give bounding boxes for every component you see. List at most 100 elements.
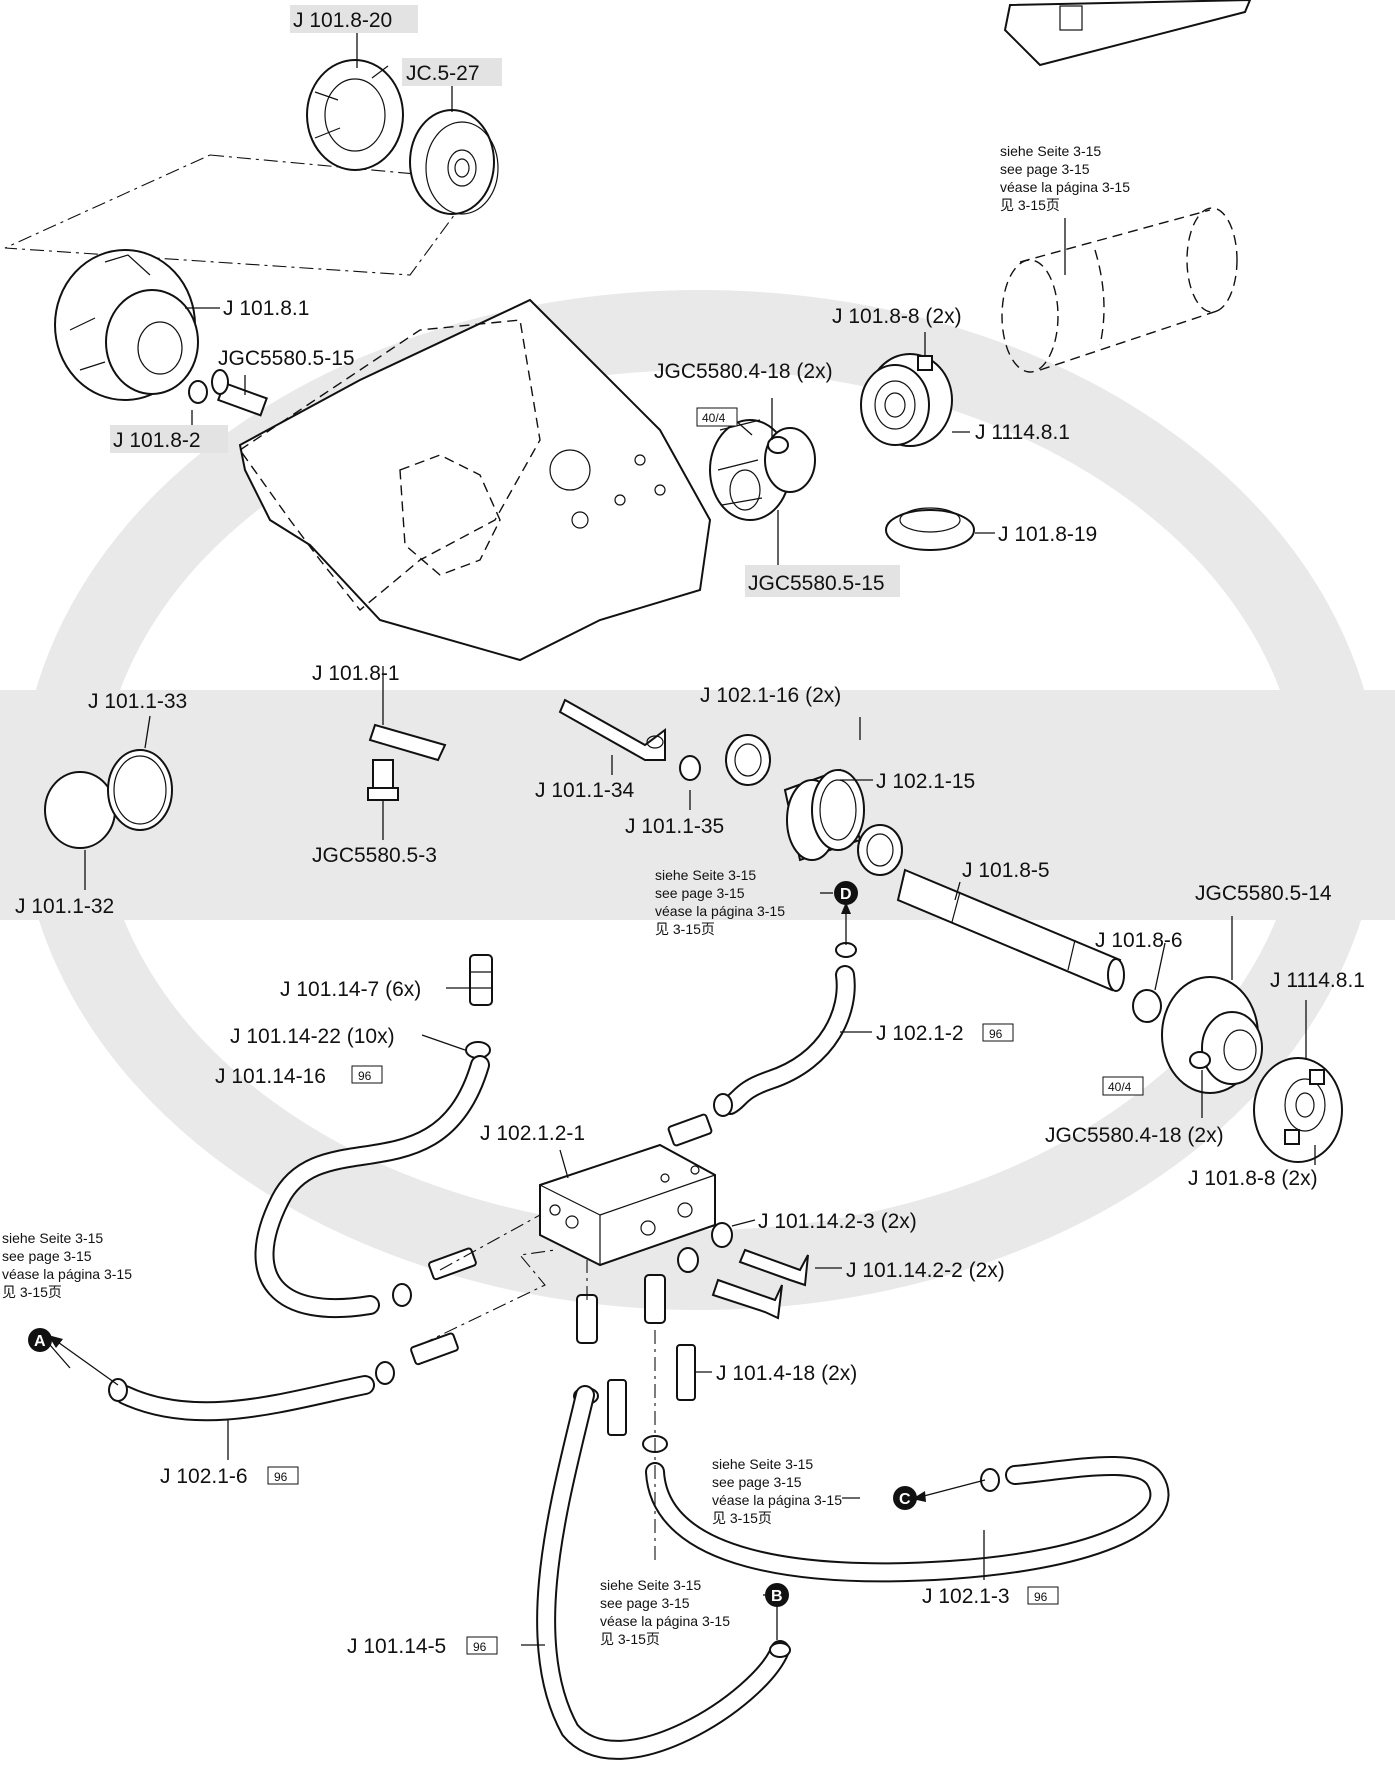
hose-101-14-16 xyxy=(254,1055,490,1319)
svg-text:siehe Seite 3-15: siehe Seite 3-15 xyxy=(712,1456,813,1472)
label-j1114-8-1-b: J 1114.8.1 xyxy=(1270,969,1365,992)
svg-text:véase la página 3-15: véase la página 3-15 xyxy=(712,1492,842,1508)
washer-101-8-6 xyxy=(1132,989,1162,1023)
svg-text:see page 3-15: see page 3-15 xyxy=(712,1474,802,1490)
svg-text:siehe Seite 3-15: siehe Seite 3-15 xyxy=(655,867,756,883)
label-j101-8-6: J 101.8-6 xyxy=(1095,929,1183,952)
label-jgc5580-4-18-a: JGC5580.4-18 (2x) xyxy=(654,360,833,383)
svg-text:96: 96 xyxy=(1034,1590,1048,1604)
label-j102-1-15: J 102.1-15 xyxy=(876,770,975,793)
bearing-lower xyxy=(1253,1057,1343,1163)
svg-text:véase la página 3-15: véase la página 3-15 xyxy=(1000,179,1130,195)
box-gear-ratio-upper: 40/4 xyxy=(696,407,738,427)
sleeve-102-1-15 xyxy=(783,768,865,862)
svg-text:A: A xyxy=(34,1333,46,1350)
label-j1114-8-1-a: J 1114.8.1 xyxy=(975,421,1070,444)
fitting-under-a xyxy=(576,1294,598,1344)
svg-text:siehe Seite 3-15: siehe Seite 3-15 xyxy=(2,1230,103,1246)
screw-101-1-35 xyxy=(679,755,701,781)
label-j101-8-5: J 101.8-5 xyxy=(962,859,1050,882)
label-jgc5580-4-18-b: JGC5580.4-18 (2x) xyxy=(1045,1124,1224,1147)
clamp-b xyxy=(769,1642,791,1658)
svg-text:véase la página 3-15: véase la página 3-15 xyxy=(600,1613,730,1629)
box-hose-unit-102-1-2: 96 xyxy=(982,1023,1014,1042)
clamp-a xyxy=(108,1378,128,1402)
reference-note-a: siehe Seite 3-15 see page 3-15 véase la … xyxy=(2,1230,132,1300)
label-jgc5580-5-15-a: JGC5580.5-15 xyxy=(218,347,355,370)
hook-spindle xyxy=(211,369,268,417)
svg-text:see page 3-15: see page 3-15 xyxy=(655,885,745,901)
seal-ring-a xyxy=(711,1222,733,1248)
bevel-gear-lower xyxy=(1161,976,1263,1094)
shaft-101-8-5 xyxy=(896,868,1125,992)
lever-101-1-34 xyxy=(558,698,666,761)
svg-text:见 3-15页: 见 3-15页 xyxy=(600,1631,660,1647)
label-j101-14-2-2: J 101.14.2-2 (2x) xyxy=(846,1259,1005,1282)
label-j102-1-16: J 102.1-16 (2x) xyxy=(700,684,841,707)
clamp-d xyxy=(835,942,857,958)
highlight-jgc5580-5-15-b xyxy=(745,565,900,597)
clamp-left-upper xyxy=(392,1283,412,1307)
fitting-101-14-7 xyxy=(469,954,493,1006)
svg-text:见 3-15页: 见 3-15页 xyxy=(2,1284,62,1300)
svg-text:véase la página 3-15: véase la página 3-15 xyxy=(2,1266,132,1282)
hose-101-14-5 xyxy=(536,1385,790,1760)
box-hose-unit-14-16: 96 xyxy=(351,1065,383,1084)
label-j101-8-8-b: J 101.8-8 (2x) xyxy=(1188,1167,1318,1190)
box-gear-ratio-lower: 40/4 xyxy=(1102,1076,1144,1096)
reference-badge-b: B xyxy=(765,1583,789,1607)
bracket-101-8-1 xyxy=(368,723,447,762)
plug-screw-b xyxy=(711,1278,783,1320)
label-jgc5580-5-15-b: JGC5580.5-15 xyxy=(748,572,885,595)
svg-text:40/4: 40/4 xyxy=(702,411,726,425)
reference-badge-c: C xyxy=(893,1486,917,1510)
base-plate-outline xyxy=(238,298,712,662)
fitting-102-1-2 xyxy=(667,1113,713,1147)
washer-101-8-2 xyxy=(188,380,208,404)
svg-text:C: C xyxy=(899,1491,911,1508)
bushing-102-1-16-a xyxy=(725,734,771,786)
screw-jgc5580-5-3 xyxy=(367,759,399,801)
highlight-j101-8-2 xyxy=(110,425,228,453)
svg-text:B: B xyxy=(771,1588,783,1605)
label-jgc5580-5-14: JGC5580.5-14 xyxy=(1195,882,1332,905)
plug-screw-a xyxy=(738,1248,809,1287)
svg-text:见 3-15页: 见 3-15页 xyxy=(655,921,715,937)
label-jgc5580-5-3: JGC5580.5-3 xyxy=(312,844,437,867)
label-j101-1-33: J 101.1-33 xyxy=(88,690,187,713)
reference-note-b: siehe Seite 3-15 see page 3-15 véase la … xyxy=(600,1577,730,1647)
svg-text:siehe Seite 3-15: siehe Seite 3-15 xyxy=(1000,143,1101,159)
box-hose-unit-102-1-3: 96 xyxy=(1027,1586,1059,1605)
bobbin-case xyxy=(306,59,404,171)
seal-ring-b xyxy=(677,1247,699,1273)
watermark-band xyxy=(0,690,1395,920)
label-j101-14-7: J 101.14-7 (6x) xyxy=(280,978,421,1001)
cap-101-8-19 xyxy=(885,507,975,551)
reference-note-arm-tube: siehe Seite 3-15 see page 3-15 véase la … xyxy=(1000,143,1130,213)
arm-shaft-tube xyxy=(1001,207,1238,373)
svg-text:40/4: 40/4 xyxy=(1108,1080,1132,1094)
box-hose-unit-102-1-6: 96 xyxy=(267,1466,299,1485)
label-j102-1-3: J 102.1-3 xyxy=(922,1585,1010,1608)
svg-text:see page 3-15: see page 3-15 xyxy=(2,1248,92,1264)
leader-lines xyxy=(49,32,1316,1646)
fitting-left-lower xyxy=(410,1332,459,1366)
bevel-gear-upper xyxy=(709,419,816,521)
svg-text:96: 96 xyxy=(274,1470,288,1484)
svg-text:96: 96 xyxy=(358,1069,372,1083)
label-j102-1-2-1: J 102.1.2-1 xyxy=(480,1122,585,1145)
cover-plate xyxy=(44,771,116,849)
label-j102-1-2: J 102.1-2 xyxy=(876,1022,964,1045)
svg-text:96: 96 xyxy=(989,1027,1003,1041)
label-jc5-27: JC.5-27 xyxy=(406,62,480,85)
label-j101-1-34: J 101.1-34 xyxy=(535,779,635,802)
svg-text:see page 3-15: see page 3-15 xyxy=(600,1595,690,1611)
seal-ring-101-1-33 xyxy=(107,749,173,831)
label-j101-4-18: J 101.4-18 (2x) xyxy=(716,1362,857,1385)
label-j101-8-20: J 101.8-20 xyxy=(293,9,392,32)
label-j101-8-19: J 101.8-19 xyxy=(998,523,1097,546)
label-j101-1-32: J 101.1-32 xyxy=(15,895,114,918)
fitting-under-b xyxy=(644,1274,666,1324)
reference-badge-d: D xyxy=(834,881,858,905)
